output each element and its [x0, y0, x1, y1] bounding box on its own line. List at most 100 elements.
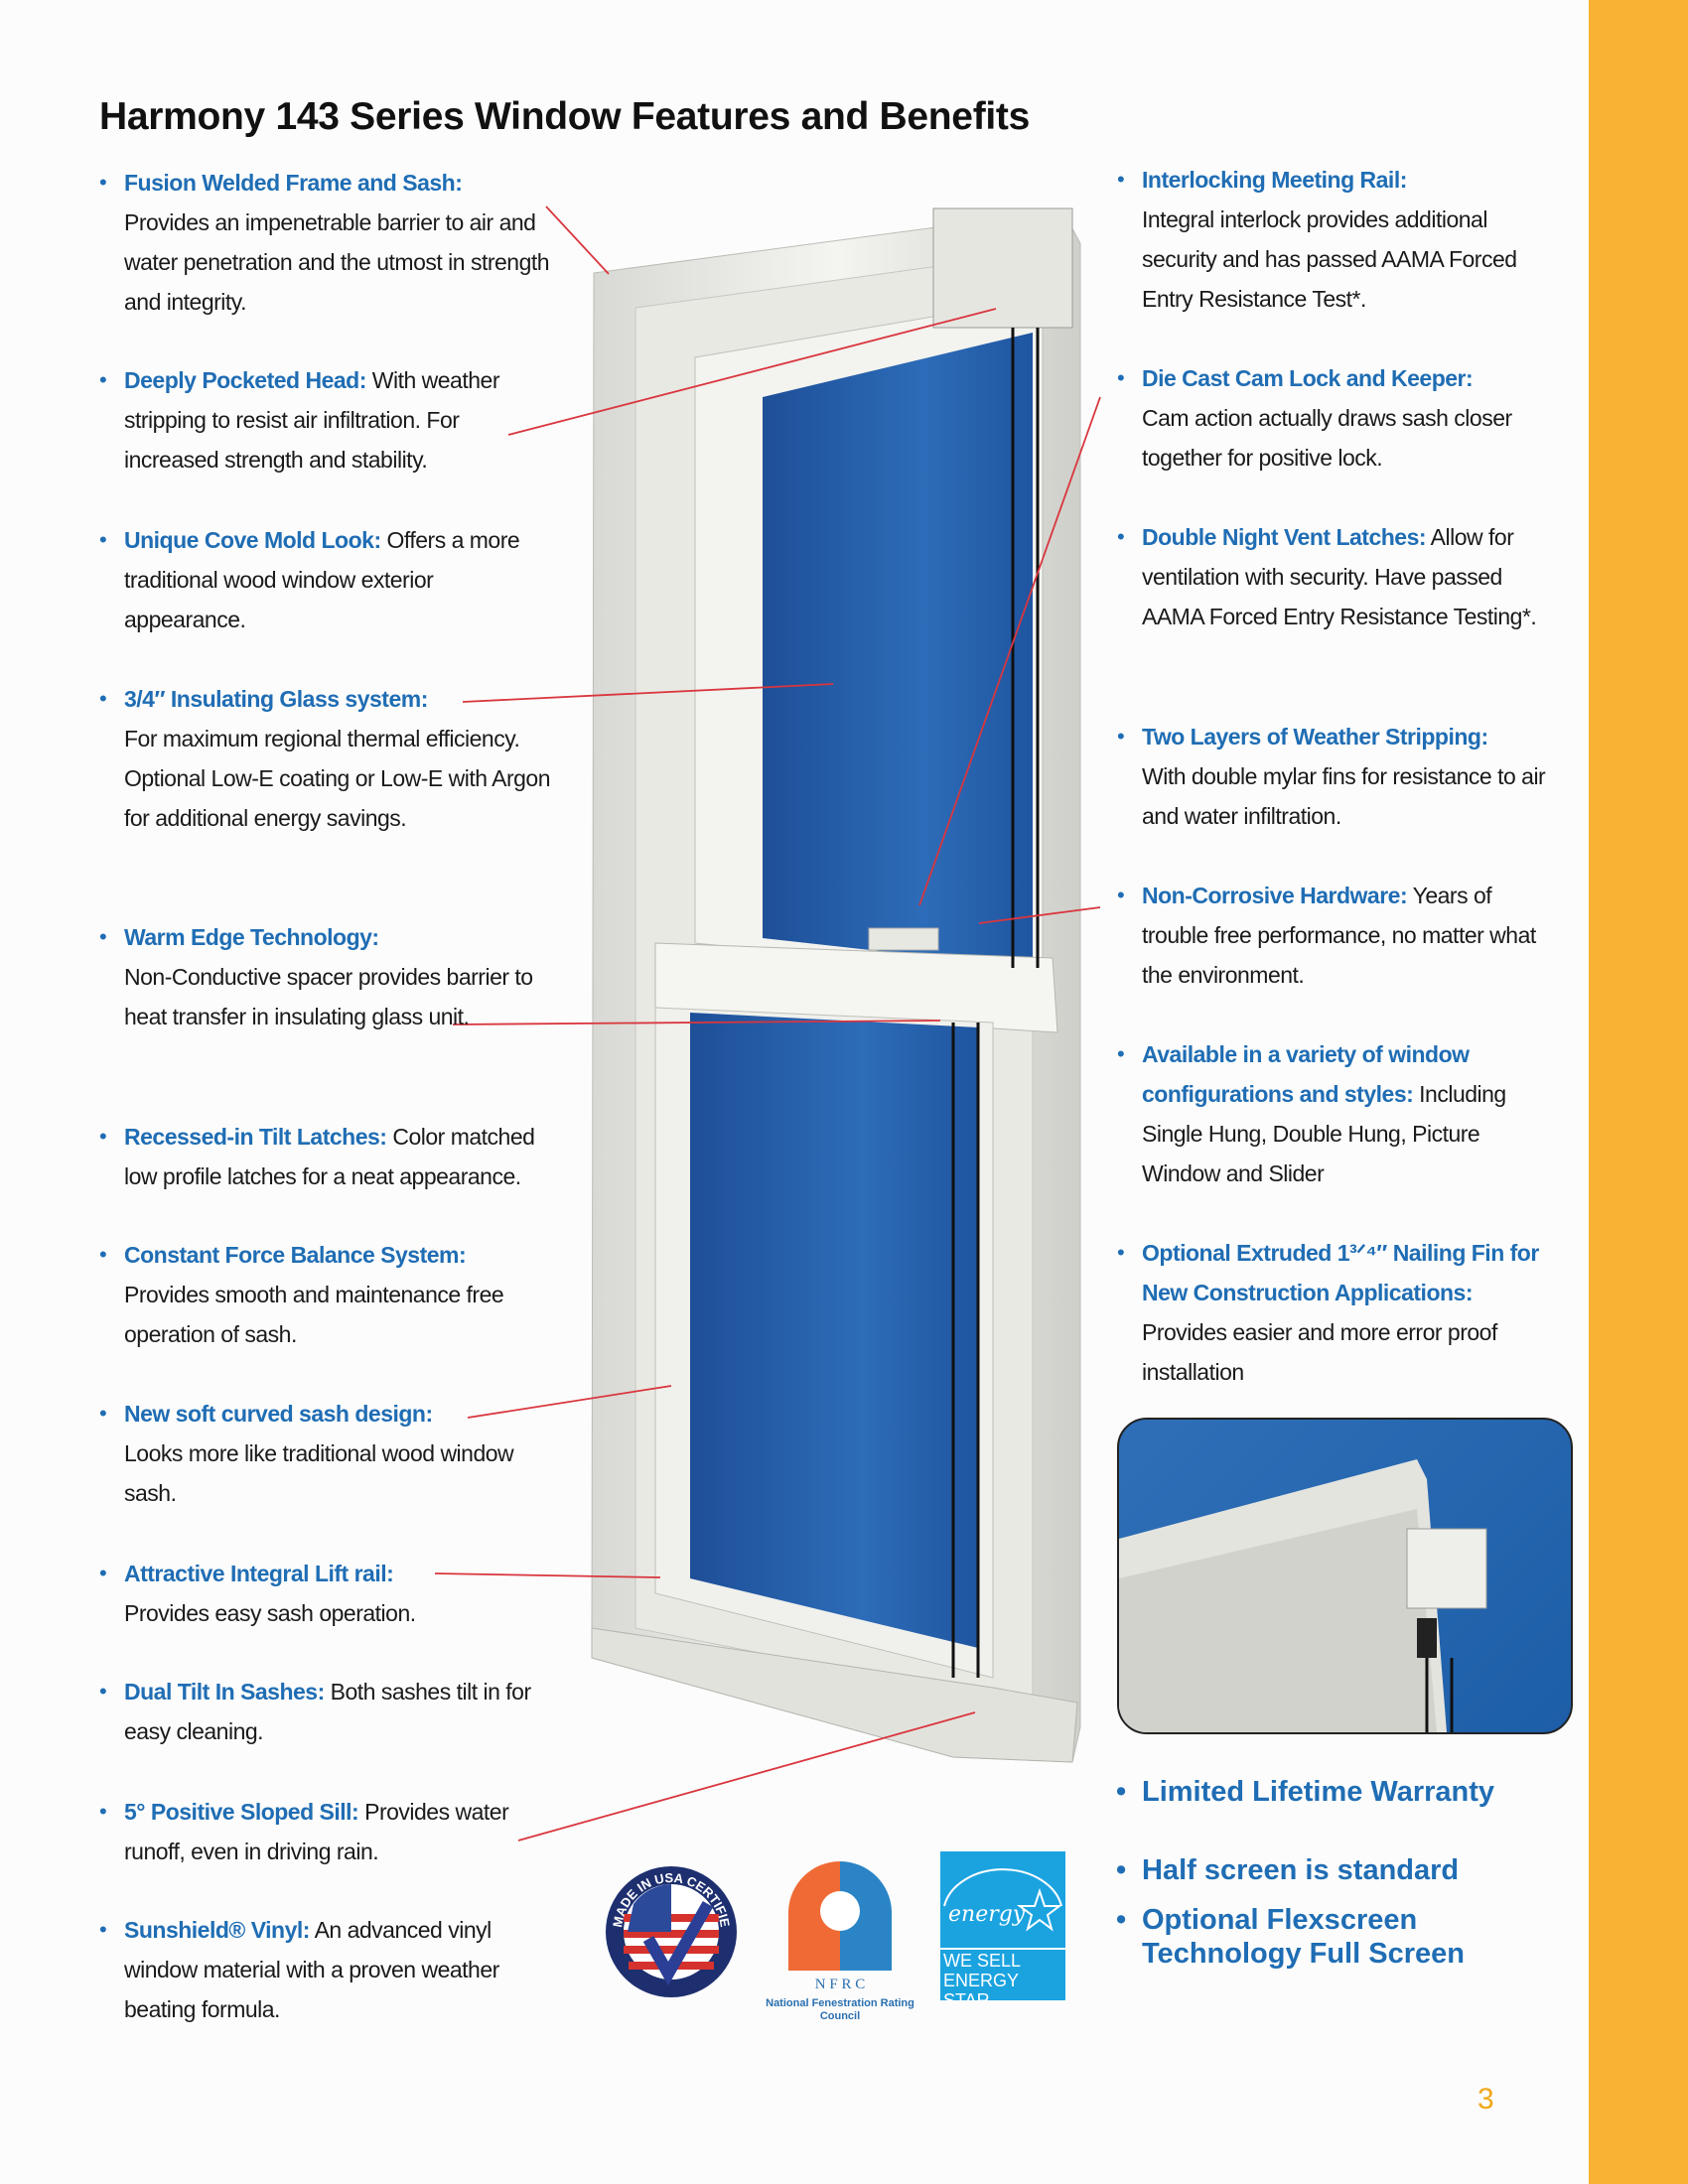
feature-heading: Unique Cove Mold Look:: [124, 527, 381, 553]
feature-item: • Deeply Pocketed Head: With weather stri…: [99, 360, 551, 479]
bullet-icon: •: [99, 1561, 107, 1585]
made-in-usa-logo: MADE IN USA CERTIFIED: [599, 1852, 739, 1999]
warranty-text: Optional Flexscreen Technology Full Scre…: [1142, 1904, 1465, 1970]
upper-glass: [763, 333, 1033, 968]
feature-heading: Dual Tilt In Sashes:: [124, 1679, 325, 1705]
bullet-icon: •: [99, 1401, 107, 1426]
feature-text: With double mylar fins for resistance to…: [1142, 763, 1546, 829]
feature-item: • Warm Edge Technology: Non-Conductive spa…: [99, 917, 551, 1036]
feature-text: For maximum regional thermal efficiency.…: [124, 726, 551, 831]
feature-text: Color matched low profile latches for a …: [124, 1124, 535, 1189]
feature-heading: Fusion Welded Frame and Sash:: [124, 170, 463, 196]
cam-lock: [868, 927, 939, 951]
feature-heading: Constant Force Balance System:: [124, 1242, 467, 1268]
feature-heading: Warm Edge Technology:: [124, 924, 379, 950]
feature-item: • Optional Extruded 1³ᐟ⁴″ Nailing Fin for…: [1117, 1233, 1559, 1392]
svg-text:N F R C: N F R C: [815, 1977, 865, 1992]
bullet-icon: •: [99, 1799, 107, 1824]
bullet-icon: •: [99, 170, 107, 195]
feature-heading: 5° Positive Sloped Sill:: [124, 1799, 359, 1825]
bullet-icon: •: [1117, 524, 1125, 549]
feature-heading: Sunshield® Vinyl:: [124, 1917, 310, 1943]
feature-text: Non-Conductive spacer provides barrier t…: [124, 964, 533, 1029]
feature-text: Both sashes tilt in for easy cleaning.: [124, 1679, 531, 1744]
feature-heading: Interlocking Meeting Rail:: [1142, 167, 1407, 193]
feature-item: • 3/4″ Insulating Glass system: For maximu…: [99, 679, 551, 838]
warranty-item: • Half screen is standard: [1116, 1853, 1539, 1887]
feature-text: Provides water runoff, even in driving r…: [124, 1799, 509, 1864]
feature-text: Years of trouble free performance, no ma…: [1142, 883, 1536, 988]
meeting-rail: [654, 942, 1058, 1033]
feature-item: • 5° Positive Sloped Sill: Provides water…: [99, 1792, 551, 1871]
feature-item: • Constant Force Balance System: Provides …: [99, 1235, 551, 1354]
feature-heading: Deeply Pocketed Head:: [124, 367, 366, 393]
feature-item: •Fusion Welded Frame and Sash:Provides a…: [99, 163, 551, 322]
feature-text: Allow for ventilation with security. Hav…: [1142, 524, 1537, 629]
feature-text: Integral interlock provides additional s…: [1142, 206, 1517, 312]
bullet-icon: •: [1117, 724, 1125, 749]
feature-text: An advanced vinyl window material with a…: [124, 1917, 499, 2022]
feature-item: • New soft curved sash design: Looks more …: [99, 1394, 551, 1513]
sill: [591, 1627, 1078, 1763]
orange-side-bar: [1589, 0, 1688, 2184]
svg-text:energy: energy: [948, 1902, 1026, 1927]
feature-item: •Die Cast Cam Lock and Keeper:Cam action…: [1117, 358, 1559, 478]
feature-heading: Optional Extruded 1³ᐟ⁴″ Nailing Fin for …: [1142, 1240, 1539, 1305]
warranty-text: Limited Lifetime Warranty: [1142, 1776, 1495, 1808]
head-profile: [932, 207, 1073, 329]
feature-text: With weather stripping to resist air inf…: [124, 367, 499, 473]
warranty-item: • Limited Lifetime Warranty: [1116, 1775, 1539, 1809]
feature-item: • Available in a variety of window config…: [1117, 1034, 1559, 1193]
nfrc-subtitle: National Fenestration Rating Council: [766, 1997, 914, 2022]
bullet-icon: •: [1116, 1776, 1127, 1808]
nfrc-logo: N F R C: [784, 1861, 896, 1996]
bullet-icon: •: [1117, 365, 1125, 390]
bullet-icon: •: [1117, 883, 1125, 907]
feature-heading: Available in a variety of window configu…: [1142, 1041, 1470, 1107]
bullet-icon: •: [1116, 1904, 1127, 1936]
feature-heading: 3/4″ Insulating Glass system:: [124, 686, 428, 712]
bullet-icon: •: [1117, 1240, 1125, 1265]
lower-glass: [690, 1013, 978, 1648]
feature-heading: Recessed-in Tilt Latches:: [124, 1124, 387, 1150]
bullet-icon: •: [99, 686, 107, 711]
feature-item: • Double Night Vent Latches: Allow for ve…: [1117, 517, 1559, 636]
feature-text: Cam action actually draws sash closer to…: [1142, 405, 1512, 471]
page-number: 3: [1477, 2083, 1494, 2116]
bullet-icon: •: [99, 1679, 107, 1704]
feature-item: • Dual Tilt In Sashes: Both sashes tilt i…: [99, 1672, 551, 1751]
feature-item: • Recessed-in Tilt Latches: Color matched…: [99, 1117, 551, 1196]
bullet-icon: •: [1117, 1041, 1125, 1066]
feature-text: Provides smooth and maintenance free ope…: [124, 1282, 504, 1347]
energy-star-text: WE SELL ENERGY STAR: [943, 1951, 1021, 2000]
feature-heading: Two Layers of Weather Stripping:: [1142, 724, 1488, 750]
feature-text: Offers a more traditional wood window ex…: [124, 527, 520, 632]
feature-text: Provides easy sash operation.: [124, 1600, 416, 1626]
feature-item: • Non-Corrosive Hardware: Years of troubl…: [1117, 876, 1559, 995]
feature-heading: Non-Corrosive Hardware:: [1142, 883, 1408, 908]
feature-item: • Interlocking Meeting Rail: Integral inte…: [1117, 160, 1559, 319]
feature-text: Looks more like traditional wood window …: [124, 1440, 514, 1506]
bullet-icon: •: [99, 1242, 107, 1267]
feature-heading: Attractive Integral Lift rail:: [124, 1561, 394, 1586]
bullet-icon: •: [1117, 167, 1125, 192]
feature-item: • Two Layers of Weather Stripping: With do…: [1117, 717, 1559, 836]
bullet-icon: •: [99, 1124, 107, 1149]
warranty-text: Half screen is standard: [1142, 1854, 1460, 1886]
feature-text: Provides easier and more error proof ins…: [1142, 1319, 1497, 1385]
feature-item: • Sunshield® Vinyl: An advanced vinyl win…: [99, 1910, 551, 2029]
feature-item: • Unique Cove Mold Look: Offers a more tr…: [99, 520, 551, 639]
leader-lines: [434, 205, 1101, 1842]
bullet-icon: •: [99, 367, 107, 392]
page-title: Harmony 143 Series Window Features and B…: [99, 95, 1031, 138]
feature-heading: Double Night Vent Latches:: [1142, 524, 1427, 550]
feature-text: Including Single Hung, Double Hung, Pict…: [1142, 1081, 1506, 1186]
bullet-icon: •: [99, 527, 107, 552]
energy-star-logo: energy WE SELL ENERGY STAR: [940, 1851, 1065, 2000]
warranty-item: • Optional Flexscreen Technology Full Scr…: [1116, 1903, 1539, 1971]
bullet-icon: •: [1116, 1854, 1127, 1886]
bullet-icon: •: [99, 1917, 107, 1942]
bullet-icon: •: [99, 924, 107, 949]
feature-heading: New soft curved sash design:: [124, 1401, 433, 1427]
